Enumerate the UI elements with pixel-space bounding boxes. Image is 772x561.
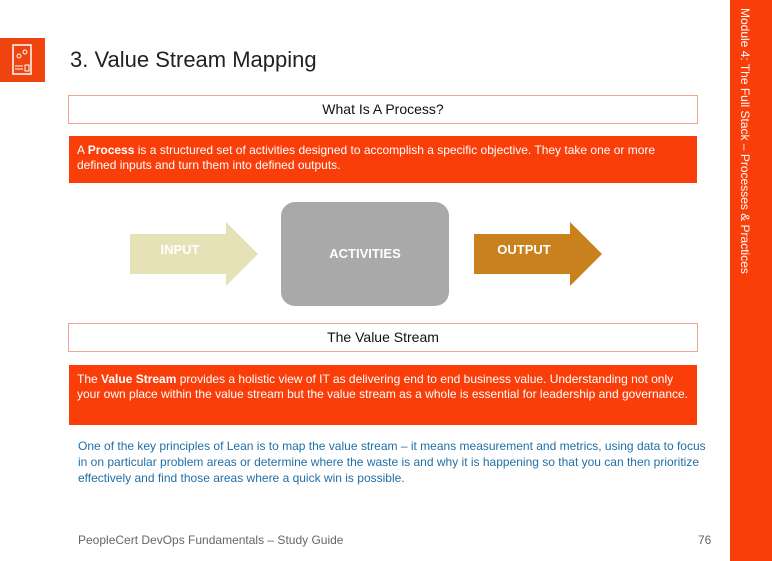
process-text: is a structured set of activities design… xyxy=(77,143,656,172)
process-heading: What Is A Process? xyxy=(68,95,698,124)
output-label: OUTPUT xyxy=(497,242,551,257)
output-arrow: OUTPUT xyxy=(474,222,602,286)
page-number: 76 xyxy=(698,533,712,547)
pre: A xyxy=(77,143,88,157)
lean-paragraph: One of the key principles of Lean is to … xyxy=(78,439,706,485)
page-title: 3. Value Stream Mapping xyxy=(70,47,317,72)
pre: The xyxy=(77,372,102,386)
value-stream-text: provides a holistic view of IT as delive… xyxy=(77,372,689,401)
input-label: INPUT xyxy=(160,242,200,257)
footer-guide: PeopleCert DevOps Fundamentals – Study G… xyxy=(78,533,344,547)
activities-box: ACTIVITIES xyxy=(281,202,449,306)
value-stream-definition: The Value Stream provides a holistic vie… xyxy=(69,365,697,425)
value-stream-heading: The Value Stream xyxy=(68,323,698,352)
module-title: Module 4: The Full Stack – Processes & P… xyxy=(738,8,752,274)
process-definition: A Process is a structured set of activit… xyxy=(69,136,697,183)
module-sidebar xyxy=(730,0,772,561)
process-term: Process xyxy=(87,143,135,157)
value-stream-term: Value Stream xyxy=(101,372,177,386)
document-flow-icon xyxy=(0,38,45,82)
input-arrow: INPUT xyxy=(130,222,258,286)
